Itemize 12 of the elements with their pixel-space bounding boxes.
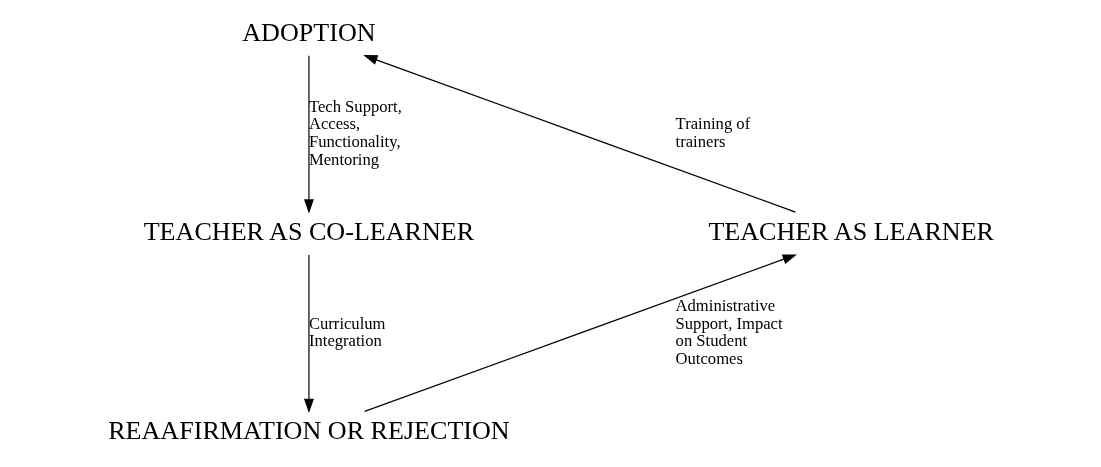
node-text: REAAFIRMATION OR REJECTION <box>107 416 510 446</box>
arrow <box>303 55 314 214</box>
edge-label: Tech Support, Access, Functionality, Mentoring <box>308 96 402 169</box>
arrow <box>363 254 797 412</box>
edge-label: Training of trainers <box>675 114 750 152</box>
node-text: TEACHER AS LEARNER <box>707 217 994 247</box>
arrow <box>303 254 314 413</box>
edge-label: Curriculum Integration <box>308 313 386 351</box>
arrow <box>362 55 796 213</box>
node-text: ADOPTION <box>241 17 376 47</box>
edge-label: Administrative Support, Impact on Student Outcomes <box>675 295 783 369</box>
node-text: TEACHER AS CO-LEARNER <box>143 217 474 247</box>
